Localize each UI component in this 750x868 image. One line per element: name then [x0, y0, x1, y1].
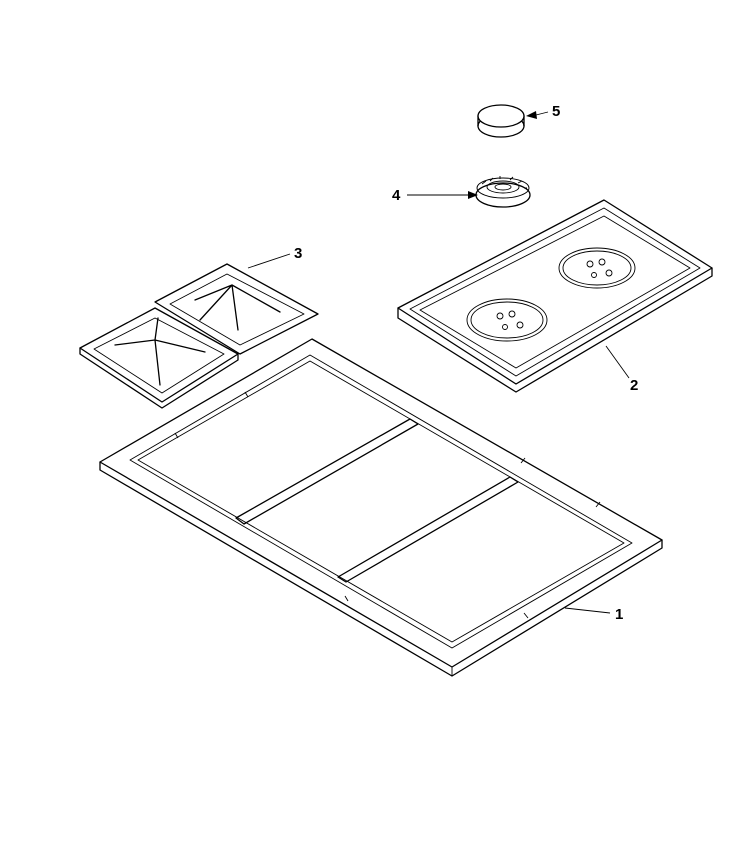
tray-burner-left [466, 298, 548, 342]
callout-4: 4 [392, 187, 478, 204]
callout-1: 1 [564, 606, 623, 623]
callout-3: 3 [247, 245, 302, 269]
callout-2: 2 [605, 345, 638, 394]
burner-cap-5 [477, 104, 525, 138]
callout-5: 5 [526, 103, 560, 120]
callout-label-1: 1 [615, 606, 623, 623]
grates-3 [79, 263, 319, 409]
callout-label-5: 5 [552, 103, 560, 120]
frame-1 [99, 338, 663, 677]
burner-head-4 [475, 176, 531, 208]
callout-label-3: 3 [294, 245, 302, 262]
callout-label-2: 2 [630, 377, 638, 394]
tray-burner-right [558, 247, 636, 289]
tray-2 [397, 199, 713, 393]
callout-label-4: 4 [392, 187, 401, 204]
